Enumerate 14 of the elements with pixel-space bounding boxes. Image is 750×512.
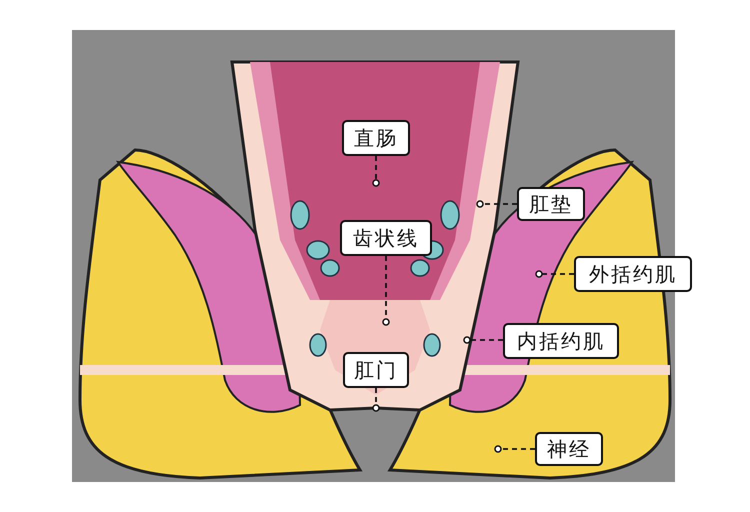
leader-line bbox=[382, 256, 390, 326]
leader-line bbox=[494, 445, 535, 453]
label-box: 直肠 bbox=[342, 120, 410, 156]
leader-line bbox=[372, 156, 380, 187]
label-box: 神经 bbox=[535, 432, 603, 466]
label-box: 外括约肌 bbox=[574, 256, 692, 292]
leader-line bbox=[372, 388, 380, 412]
leader-line bbox=[535, 270, 574, 278]
leader-line bbox=[476, 200, 517, 208]
label-box: 齿状线 bbox=[340, 220, 432, 256]
label-box: 内括约肌 bbox=[503, 323, 619, 359]
label-box: 肛垫 bbox=[517, 187, 585, 221]
label-box: 肛门 bbox=[343, 352, 409, 388]
leader-line bbox=[463, 336, 503, 344]
